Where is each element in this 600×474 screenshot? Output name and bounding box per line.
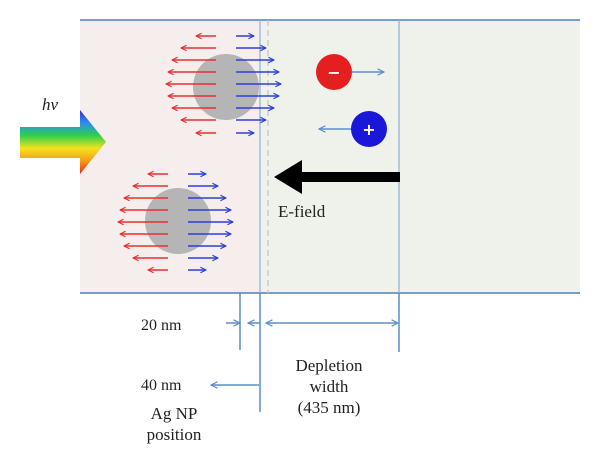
nanoparticle-top-body xyxy=(193,54,259,120)
electron-circle xyxy=(316,54,352,90)
depletion-region xyxy=(260,20,580,293)
thick-left-arrow-icon xyxy=(274,160,400,194)
nanoparticle-bottom-body xyxy=(145,188,211,254)
light-label: hν xyxy=(42,95,59,114)
nanoparticle-bottom xyxy=(118,174,233,270)
efield-label: E-field xyxy=(278,202,326,221)
depletion-label-line3: (435 nm) xyxy=(298,398,361,417)
hole-sign: + xyxy=(362,120,375,139)
rainbow-arrow-icon xyxy=(20,110,106,174)
depletion-label-line2: width xyxy=(310,377,349,396)
depletion-label-line1: Depletion xyxy=(295,356,363,375)
hole-carrier: + xyxy=(319,111,387,147)
hole-circle xyxy=(351,111,387,147)
dim-20nm-label: 20 nm xyxy=(141,317,182,334)
np-position-label-line2: position xyxy=(147,425,202,444)
electron-carrier: − xyxy=(316,54,384,90)
electron-sign: − xyxy=(327,63,340,82)
np-position-label-line1: Ag NP xyxy=(151,404,198,423)
dim-40nm-label: 40 nm xyxy=(141,377,182,394)
nanoparticle-top xyxy=(166,36,281,133)
